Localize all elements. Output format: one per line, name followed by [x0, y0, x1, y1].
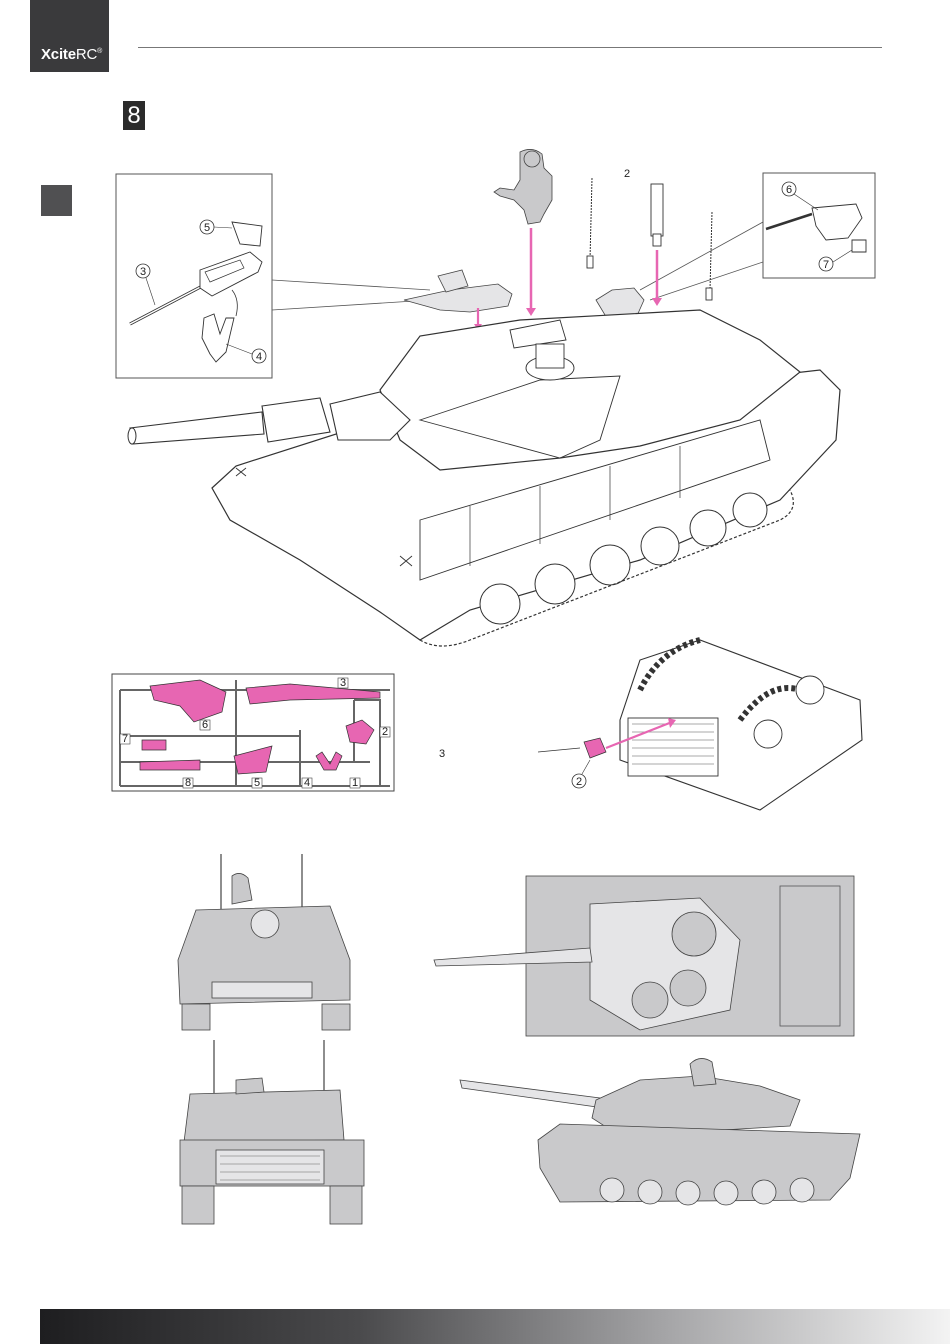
sprue-label-7: 7 — [122, 733, 128, 745]
sprue-part-7 — [142, 740, 166, 750]
callout-3-mid: 3 — [439, 748, 445, 760]
parts-sprue: 6 3 2 7 8 5 4 1 — [112, 674, 394, 791]
sprue-label-5: 5 — [254, 777, 260, 789]
part5-shield — [232, 222, 262, 246]
part4-cradle — [202, 314, 234, 362]
part6-gun-mount — [812, 204, 862, 240]
front-view-tank — [178, 854, 350, 1030]
detail-box-left: 5 3 4 — [116, 174, 430, 378]
svg-text:6: 6 — [786, 184, 792, 196]
sprue-label-2: 2 — [382, 726, 388, 738]
callout-2-top: 2 — [624, 168, 630, 180]
sprue-label-1: 1 — [352, 777, 358, 789]
sprue-label-3: 3 — [340, 677, 346, 689]
svg-text:3: 3 — [140, 266, 146, 278]
part3-receiver — [200, 252, 262, 296]
sprue-label-4: 4 — [304, 777, 310, 789]
commander-figure — [494, 149, 552, 224]
antenna-right — [706, 212, 712, 300]
antenna-left — [587, 178, 593, 268]
side-view-tank — [460, 1058, 860, 1205]
sprue-part-8 — [140, 760, 200, 770]
svg-text:4: 4 — [256, 351, 262, 363]
main-tank-drawing — [128, 310, 840, 646]
rear-view-tank — [180, 1040, 364, 1224]
callout-4: 4 — [252, 349, 266, 363]
sprue-label-6: 6 — [202, 719, 208, 731]
callout-5: 5 — [200, 220, 214, 234]
callout-3: 3 — [136, 264, 150, 278]
rear-part-2 — [584, 738, 606, 758]
callout-7: 7 — [819, 257, 833, 271]
sprue-label-8: 8 — [185, 777, 191, 789]
svg-text:2: 2 — [576, 776, 582, 788]
svg-text:7: 7 — [823, 259, 829, 271]
part7-bracket — [852, 240, 866, 252]
top-view-tank — [434, 876, 854, 1036]
svg-text:5: 5 — [204, 222, 210, 234]
rear-callout-2: 2 — [572, 774, 586, 788]
footer-gradient-bar — [40, 1309, 950, 1344]
antenna-mast — [651, 184, 663, 246]
rear-view-detail: 2 — [538, 640, 862, 810]
callout-6: 6 — [782, 182, 796, 196]
detail-box-right: 6 7 — [640, 173, 875, 300]
